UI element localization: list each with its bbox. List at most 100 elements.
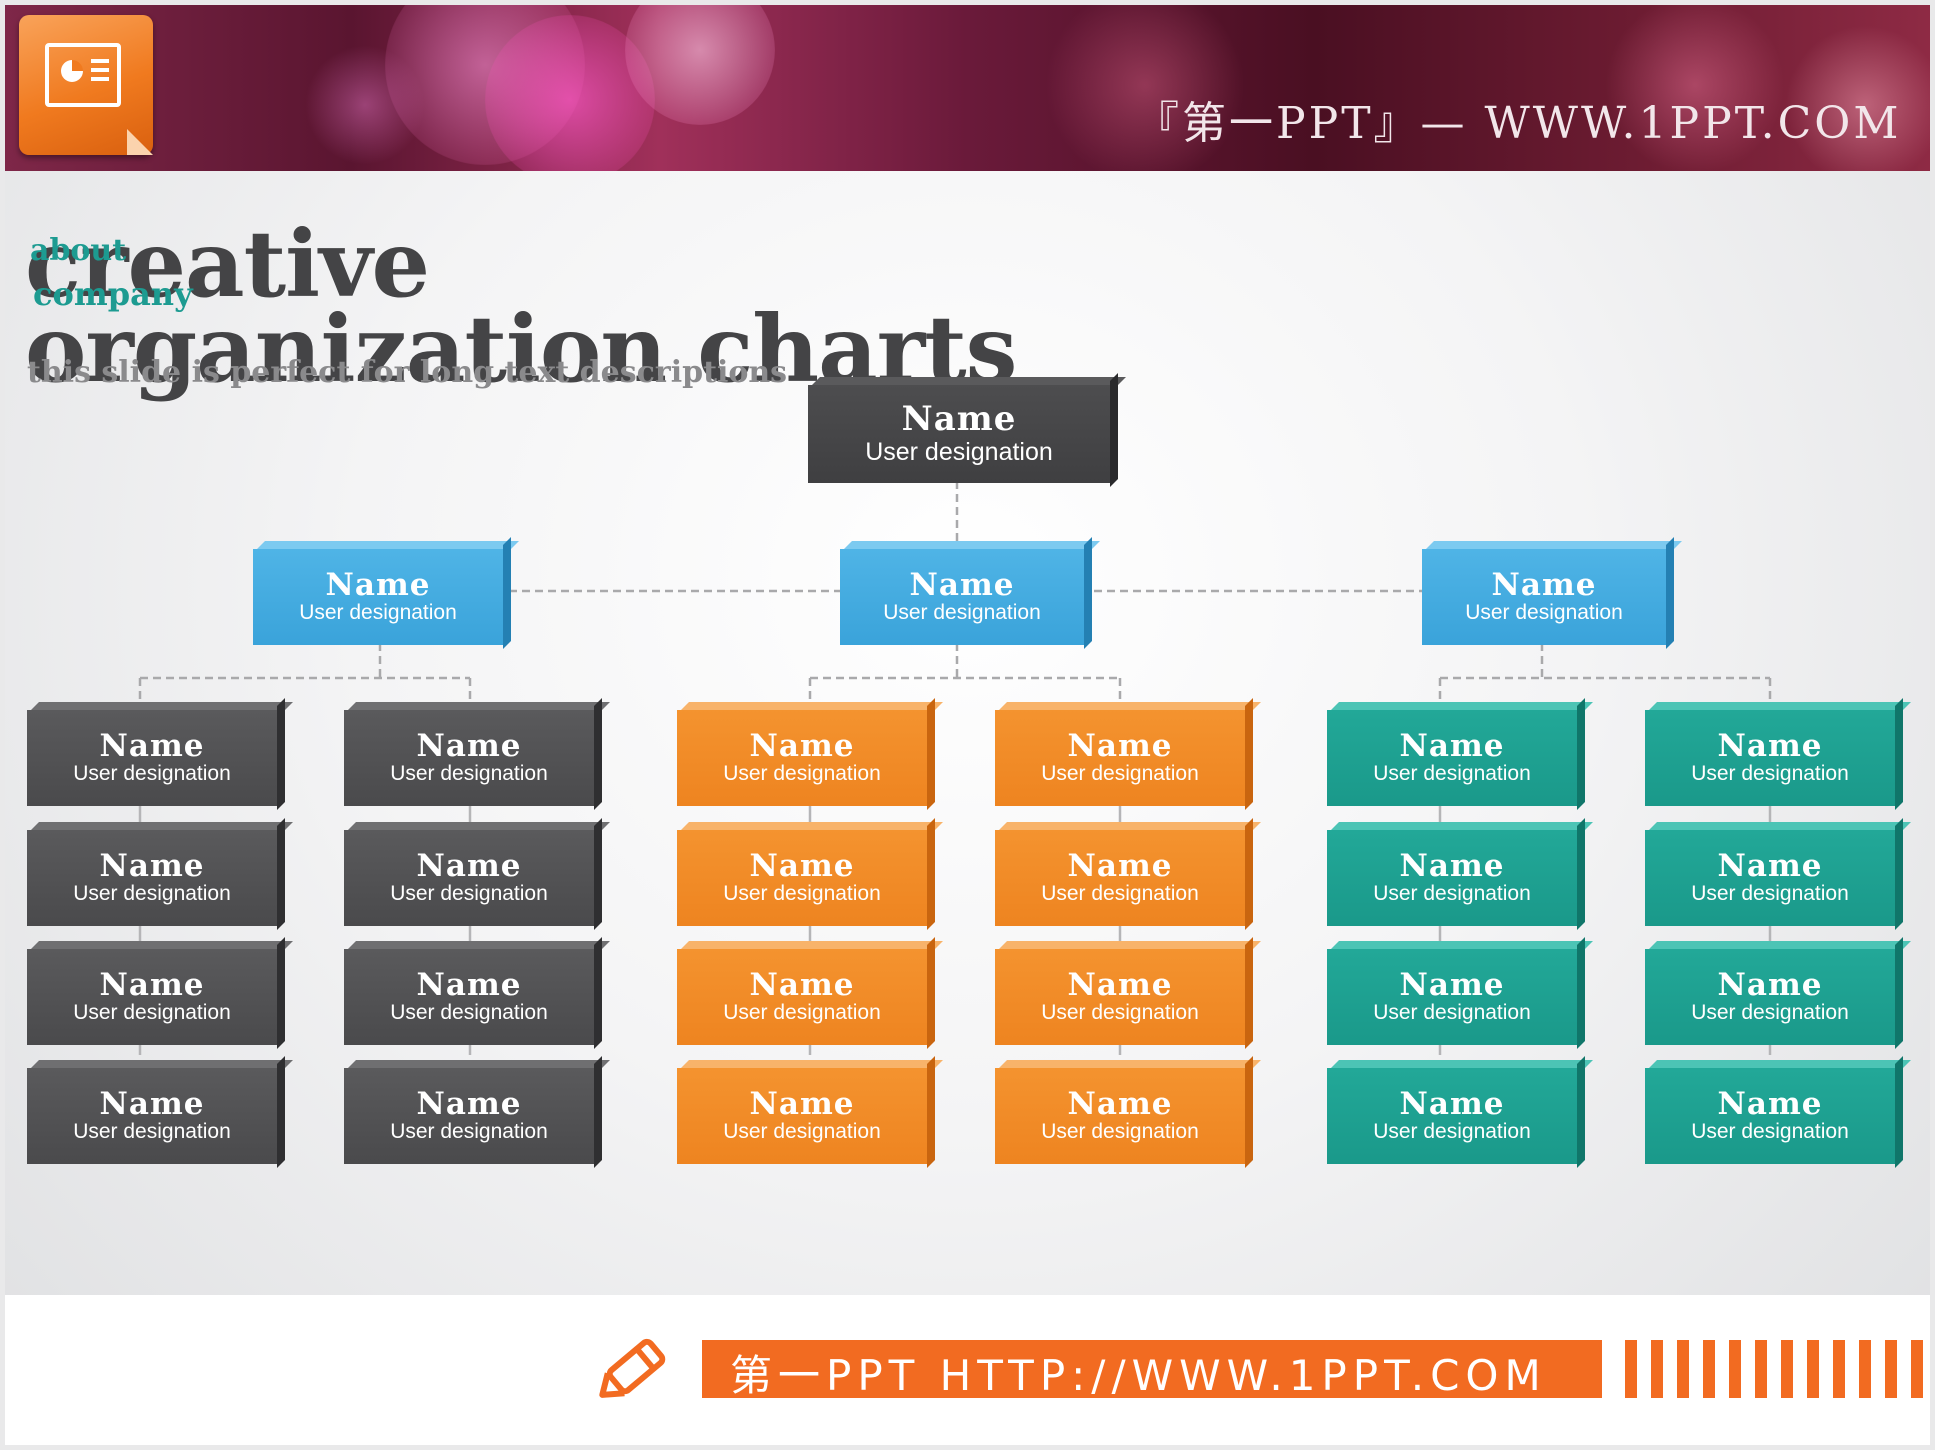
title-subtitle: this slide is perfect for long text desc…	[27, 355, 788, 390]
footer-stripe	[1625, 1340, 1637, 1398]
footer-url-bar	[702, 1340, 1602, 1398]
node-designation: User designation	[723, 1001, 881, 1024]
node-name: Name	[1067, 848, 1173, 884]
node-name: Name	[1717, 1086, 1823, 1122]
node-name: Name	[749, 728, 855, 764]
node-name: Name	[1491, 567, 1597, 603]
node-designation: User designation	[723, 882, 881, 905]
footer-stripe	[1651, 1340, 1663, 1398]
node-designation: User designation	[1373, 1001, 1531, 1024]
footer-stripe	[1911, 1340, 1923, 1398]
node-name: Name	[1067, 967, 1173, 1003]
node-designation: User designation	[865, 438, 1053, 466]
node-designation: User designation	[390, 762, 548, 785]
node-name: Name	[99, 967, 205, 1003]
slide: 『第一PPT』— WWW.1PPT.COM creative about com…	[5, 5, 1930, 1445]
title-overlay-company: company	[33, 275, 193, 313]
node-designation: User designation	[1041, 762, 1199, 785]
node-designation: User designation	[883, 601, 1041, 624]
footer-stripe	[1703, 1340, 1715, 1398]
title-creative: creative	[25, 210, 430, 318]
node-name: Name	[1717, 848, 1823, 884]
footer-stripe	[1755, 1340, 1767, 1398]
node-designation: User designation	[1373, 1120, 1531, 1143]
node-designation: User designation	[1691, 762, 1849, 785]
node-designation: User designation	[390, 1120, 548, 1143]
node-designation: User designation	[1373, 762, 1531, 785]
node-name: Name	[416, 967, 522, 1003]
footer-stripe	[1859, 1340, 1871, 1398]
node-designation: User designation	[1041, 1120, 1199, 1143]
node-name: Name	[99, 728, 205, 764]
node-name: Name	[1717, 728, 1823, 764]
node-name: Name	[416, 1086, 522, 1122]
node-name: Name	[749, 1086, 855, 1122]
node-name: Name	[99, 1086, 205, 1122]
footer-stripe	[1807, 1340, 1819, 1398]
node-designation: User designation	[73, 882, 231, 905]
node-designation: User designation	[1691, 1001, 1849, 1024]
node-name: Name	[749, 967, 855, 1003]
node-name: Name	[901, 399, 1017, 439]
node-name: Name	[909, 567, 1015, 603]
node-name: Name	[416, 848, 522, 884]
footer-stripe	[1781, 1340, 1793, 1398]
node-designation: User designation	[390, 1001, 548, 1024]
pencil-icon	[599, 1338, 666, 1398]
node-name: Name	[1399, 967, 1505, 1003]
node-designation: User designation	[73, 762, 231, 785]
node-designation: User designation	[1691, 1120, 1849, 1143]
node-designation: User designation	[1691, 882, 1849, 905]
node-designation: User designation	[723, 1120, 881, 1143]
org-connectors	[138, 481, 1772, 1055]
footer-url-text[interactable]: 第一PPT HTTP://WWW.1PPT.COM	[730, 1351, 1547, 1400]
node-name: Name	[416, 728, 522, 764]
node-designation: User designation	[1041, 1001, 1199, 1024]
node-name: Name	[1399, 1086, 1505, 1122]
node-name: Name	[749, 848, 855, 884]
footer-stripe	[1729, 1340, 1741, 1398]
node-designation: User designation	[723, 762, 881, 785]
node-name: Name	[99, 848, 205, 884]
header-banner: 『第一PPT』— WWW.1PPT.COM	[5, 5, 1930, 171]
footer-stripe	[1833, 1340, 1845, 1398]
node-name: Name	[1067, 1086, 1173, 1122]
node-designation: User designation	[73, 1120, 231, 1143]
presentation-icon	[19, 15, 153, 155]
title-overlay-about: about	[30, 233, 127, 268]
org-root-node: Name User designation	[808, 373, 1126, 487]
node-designation: User designation	[1373, 882, 1531, 905]
banner-brand-text: 『第一PPT』— WWW.1PPT.COM	[1135, 98, 1902, 149]
footer-stripe	[1885, 1340, 1897, 1398]
node-designation: User designation	[73, 1001, 231, 1024]
node-name: Name	[1399, 728, 1505, 764]
footer-stripe	[1677, 1340, 1689, 1398]
